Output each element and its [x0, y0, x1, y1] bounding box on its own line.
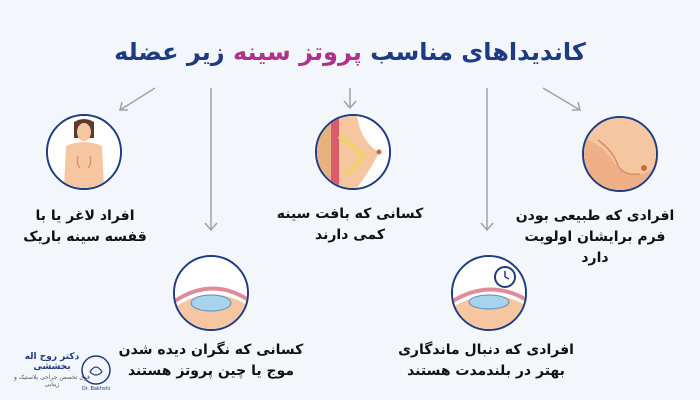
- arrow-line-1: [542, 87, 581, 111]
- logo-name: دکتر روح اله بخششی: [24, 352, 80, 372]
- arrow-head-3: [343, 100, 357, 110]
- title-part2: زیر عضله: [114, 38, 225, 66]
- logo-subtitle: فوق تخصص جراحی پلاستیک و زیبایی: [14, 374, 90, 388]
- arrow-head-5: [119, 101, 128, 111]
- title-highlight: پروتز سینه: [232, 38, 362, 66]
- item-label-5: افراد لاغر یا با قفسه سینه باریک: [23, 208, 147, 245]
- implant-clock-icon: [451, 255, 527, 331]
- arrow-line-5: [119, 87, 156, 111]
- natural-breast-icon: [582, 116, 658, 192]
- title-part1: کاندیداهای مناسب: [370, 38, 586, 66]
- logo-caption: Dr. Bakhshi: [81, 386, 111, 392]
- item-label-3: کسانی که بافت سینه کمی دارند: [276, 206, 424, 243]
- breast-tissue-icon: [315, 114, 391, 190]
- arrow-head-1: [572, 101, 581, 111]
- item-label-1: افرادی که طبیعی بودن فرم برایشان اولویت …: [515, 208, 675, 266]
- item-label-4: کسانی که نگران دیده شدن موج یا چین پروتز…: [118, 342, 304, 379]
- implant-ripple-icon: [173, 255, 249, 331]
- arrow-head-2: [480, 222, 494, 232]
- item-label-2: افرادی که دنبال ماندگاری بهتر در بلندمدت…: [398, 342, 574, 379]
- logo-text: دکتر روح اله بخششی فوق تخصص جراحی پلاستی…: [8, 352, 96, 388]
- logo-icon: [81, 355, 111, 385]
- page-title: کاندیداهای مناسب پروتز سینه زیر عضله: [0, 38, 700, 66]
- slim-body-icon: [46, 114, 122, 190]
- arrow-head-4: [204, 222, 218, 232]
